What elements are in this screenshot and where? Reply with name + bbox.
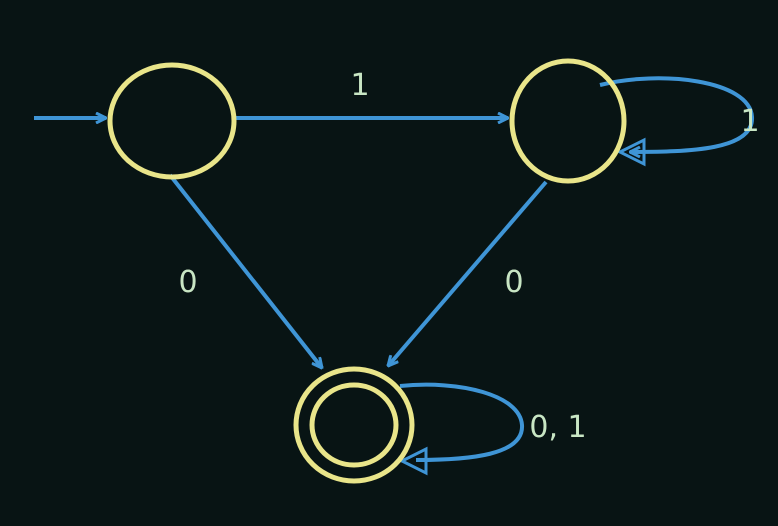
q2-loop-arrowhead	[398, 446, 428, 476]
edge-q2-self-loop	[399, 382, 525, 462]
edge-q1-q2	[386, 180, 548, 366]
edge-label-q1-self: 1	[740, 104, 759, 139]
state-q1	[509, 58, 627, 184]
edge-label-q0-q1: 1	[350, 68, 369, 103]
edge-q1-self-loop	[599, 76, 755, 152]
state-q2-accepting-inner	[309, 382, 399, 468]
edge-q0-q2	[168, 173, 324, 368]
state-q0	[107, 62, 237, 180]
edge-label-q2-self: 0, 1	[529, 410, 586, 445]
state-q2-accepting-outer	[293, 366, 415, 484]
edge-label-q1-q2: 0	[504, 265, 523, 300]
edge-label-q0-q2: 0	[178, 265, 197, 300]
q1-loop-arrowhead	[616, 137, 646, 167]
